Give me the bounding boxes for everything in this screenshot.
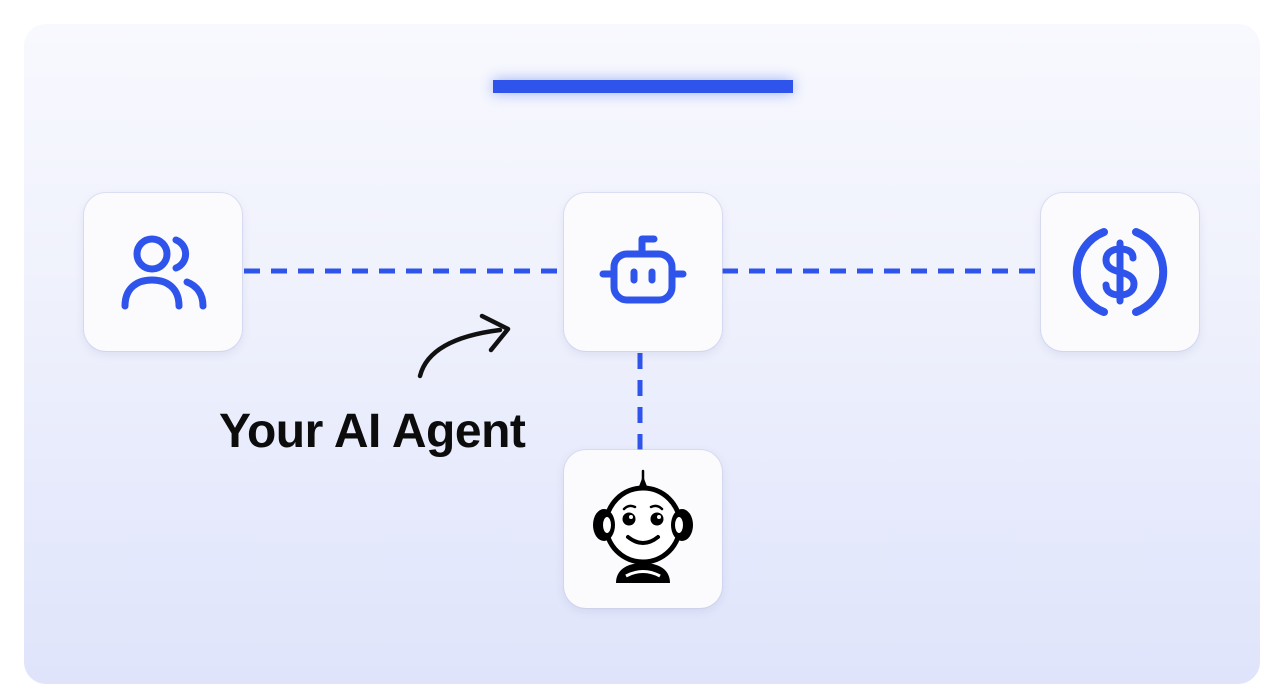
robot-face-icon	[593, 469, 693, 583]
payment-node	[1041, 193, 1199, 351]
users-icon	[121, 235, 207, 310]
pointer-arrow-icon	[417, 313, 511, 379]
usd-coin-icon	[1072, 228, 1168, 316]
agent-label: Your AI Agent	[219, 405, 526, 458]
robot-icon	[599, 235, 687, 304]
assistant-node	[564, 450, 722, 608]
diagram-canvas: Your AI Agent	[24, 24, 1260, 684]
header-accent-bar	[493, 80, 793, 93]
agent-node	[564, 193, 722, 351]
users-node	[84, 193, 242, 351]
